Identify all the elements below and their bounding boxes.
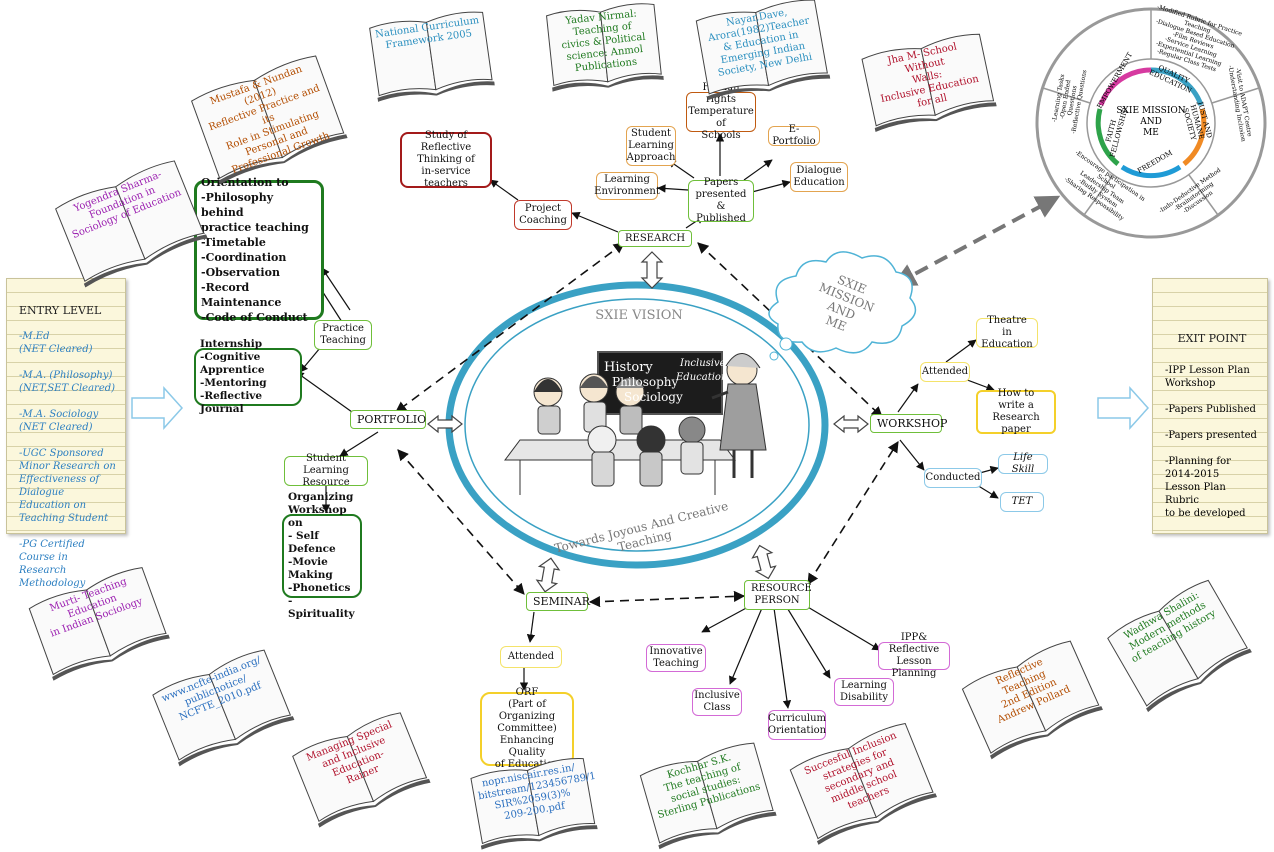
board-word-philosophy: Philosophy — [612, 375, 679, 389]
open-book-icon — [152, 649, 295, 767]
node-life-skill[interactable]: Life Skill — [998, 452, 1048, 475]
open-book-icon — [789, 722, 938, 845]
node-seminar-attended[interactable]: Attended — [500, 646, 562, 668]
open-book-icon — [369, 11, 495, 102]
entry-exit-arrows — [131, 386, 1150, 430]
reference-book: Yadav Nirmal: Teaching of civics & Polit… — [544, 0, 664, 94]
hollow-arrows — [427, 251, 869, 593]
reference-book: www.ncfte-india.org/ publicnotice/ NCFTE… — [149, 644, 295, 768]
open-book-icon — [861, 33, 997, 133]
entry-level-note: ENTRY LEVEL -M.Ed (NET Cleared) -M.A. (P… — [6, 278, 126, 589]
node-organizing-workshop[interactable]: Organizing Workshop on - Self Defence -M… — [282, 491, 362, 620]
open-book-icon — [55, 160, 208, 288]
node-orientation[interactable]: Orientation to -Philosophy behind practi… — [194, 176, 324, 324]
reference-book: Jha M- School Without Walls: Inclusive E… — [859, 28, 997, 134]
node-workshop-conducted[interactable]: Conducted — [924, 468, 982, 488]
hub-workshop[interactable]: WORKSHOP — [870, 414, 947, 433]
reference-book: Managing Special and Inclusive Education… — [289, 707, 432, 830]
node-learning-environment[interactable]: Learning Environment — [594, 172, 660, 200]
node-student-learning-resource[interactable]: Student Learning Resource — [284, 453, 368, 488]
node-workshop-attended[interactable]: Attended — [920, 362, 970, 382]
node-research-paper[interactable]: How to write a Research paper — [976, 388, 1056, 435]
reference-book: Nayar,Dave, Arora(1982)Teacher & Educati… — [693, 0, 831, 102]
node-inclusive-class[interactable]: Inclusive Class — [692, 688, 742, 716]
reference-book: Reflective Teaching 2nd Edition Andrew P… — [958, 635, 1104, 761]
reference-book: nopr.niscair.res.in/ bitstream/123456789… — [468, 752, 598, 851]
hub-seminar[interactable]: SEMINAR — [526, 592, 590, 611]
reference-book: National Curriculum Framework 2005 — [367, 6, 495, 104]
exit-point-title: EXIT POINT — [1177, 332, 1247, 345]
board-word-sociology: Sociology — [624, 390, 683, 404]
vision-title: SXIE VISION — [595, 308, 683, 323]
node-papers-presented[interactable]: Papers presented & Published — [688, 177, 754, 224]
open-book-icon — [191, 55, 348, 185]
exit-point-note: EXIT POINT -IPP Lesson Plan Workshop -Pa… — [1152, 278, 1268, 534]
open-book-icon — [28, 567, 170, 681]
mission-wheel: SXIE MISSION AND ME QUALITY EDUCATION JU… — [1034, 3, 1268, 240]
node-learning-disability[interactable]: Learning Disability — [834, 678, 894, 706]
hub-research[interactable]: RESEARCH — [618, 230, 692, 247]
hub-resource-person[interactable]: RESOURCE PERSON — [744, 580, 812, 610]
node-ipp-reflective[interactable]: IPP& Reflective Lesson Planning — [878, 632, 950, 679]
open-book-icon — [470, 758, 598, 850]
reference-book: Succesful Inclusion strategies for secon… — [786, 717, 938, 847]
board-word-inclusive: Inclusive — [680, 358, 726, 369]
book-title: Yadav Nirmal: Teaching of civics & Polit… — [560, 8, 647, 75]
node-reflective-study[interactable]: Study of Reflective Thinking of in-servi… — [400, 130, 492, 189]
wheel-connector — [891, 195, 1061, 287]
hub-portfolio[interactable]: PORTFOLIO — [350, 410, 426, 429]
reference-book: Yogendra Sharma- Foundation in Sociology… — [52, 155, 209, 290]
reference-book: Murti- Teaching Education in Indian Soci… — [25, 561, 170, 682]
node-orf[interactable]: ORF (Part of Organizing Committee) Enhan… — [480, 687, 574, 770]
reference-book: Kochhar S.K. The teaching of social stud… — [637, 737, 777, 851]
open-book-icon — [1107, 579, 1252, 713]
node-curriculum-orientation[interactable]: Curriculum Orientation — [768, 710, 826, 740]
entry-level-items: -M.Ed (NET Cleared) -M.A. (Philosophy) (… — [19, 331, 116, 589]
open-book-icon — [292, 712, 431, 828]
node-practice-teaching[interactable]: Practice Teaching — [314, 320, 372, 350]
node-theatre-education[interactable]: Theatre in Education — [976, 315, 1038, 350]
node-student-learning-approach[interactable]: Student Learning Approach — [626, 126, 676, 166]
board-word-history: History — [604, 360, 653, 375]
node-dialogue-education[interactable]: Dialogue Education — [790, 162, 848, 192]
board-word-education: Education — [676, 372, 728, 383]
entry-level-title: ENTRY LEVEL — [19, 304, 102, 317]
open-book-icon — [961, 640, 1103, 760]
open-book-icon — [695, 0, 831, 101]
wheel-center: SXIE MISSION AND ME — [1116, 106, 1186, 138]
open-book-icon — [639, 742, 777, 850]
node-tet[interactable]: TET — [1000, 492, 1044, 512]
exit-point-items: -IPP Lesson Plan Workshop -Papers Publis… — [1165, 365, 1257, 519]
open-book-icon — [545, 3, 664, 92]
node-internship[interactable]: Internship -Cognitive Apprentice -Mentor… — [194, 338, 302, 415]
reference-book: Mustafa & Nundan (2012) Reflective Pract… — [188, 50, 349, 187]
node-innovative-teaching[interactable]: Innovative Teaching — [646, 644, 706, 672]
mission-cloud — [768, 251, 917, 354]
reference-book: Wadhwa Shalini: Modern methods of teachi… — [1103, 574, 1253, 714]
node-project-coaching[interactable]: Project Coaching — [514, 200, 572, 230]
node-eportfolio[interactable]: E-Portfolio — [768, 124, 820, 147]
